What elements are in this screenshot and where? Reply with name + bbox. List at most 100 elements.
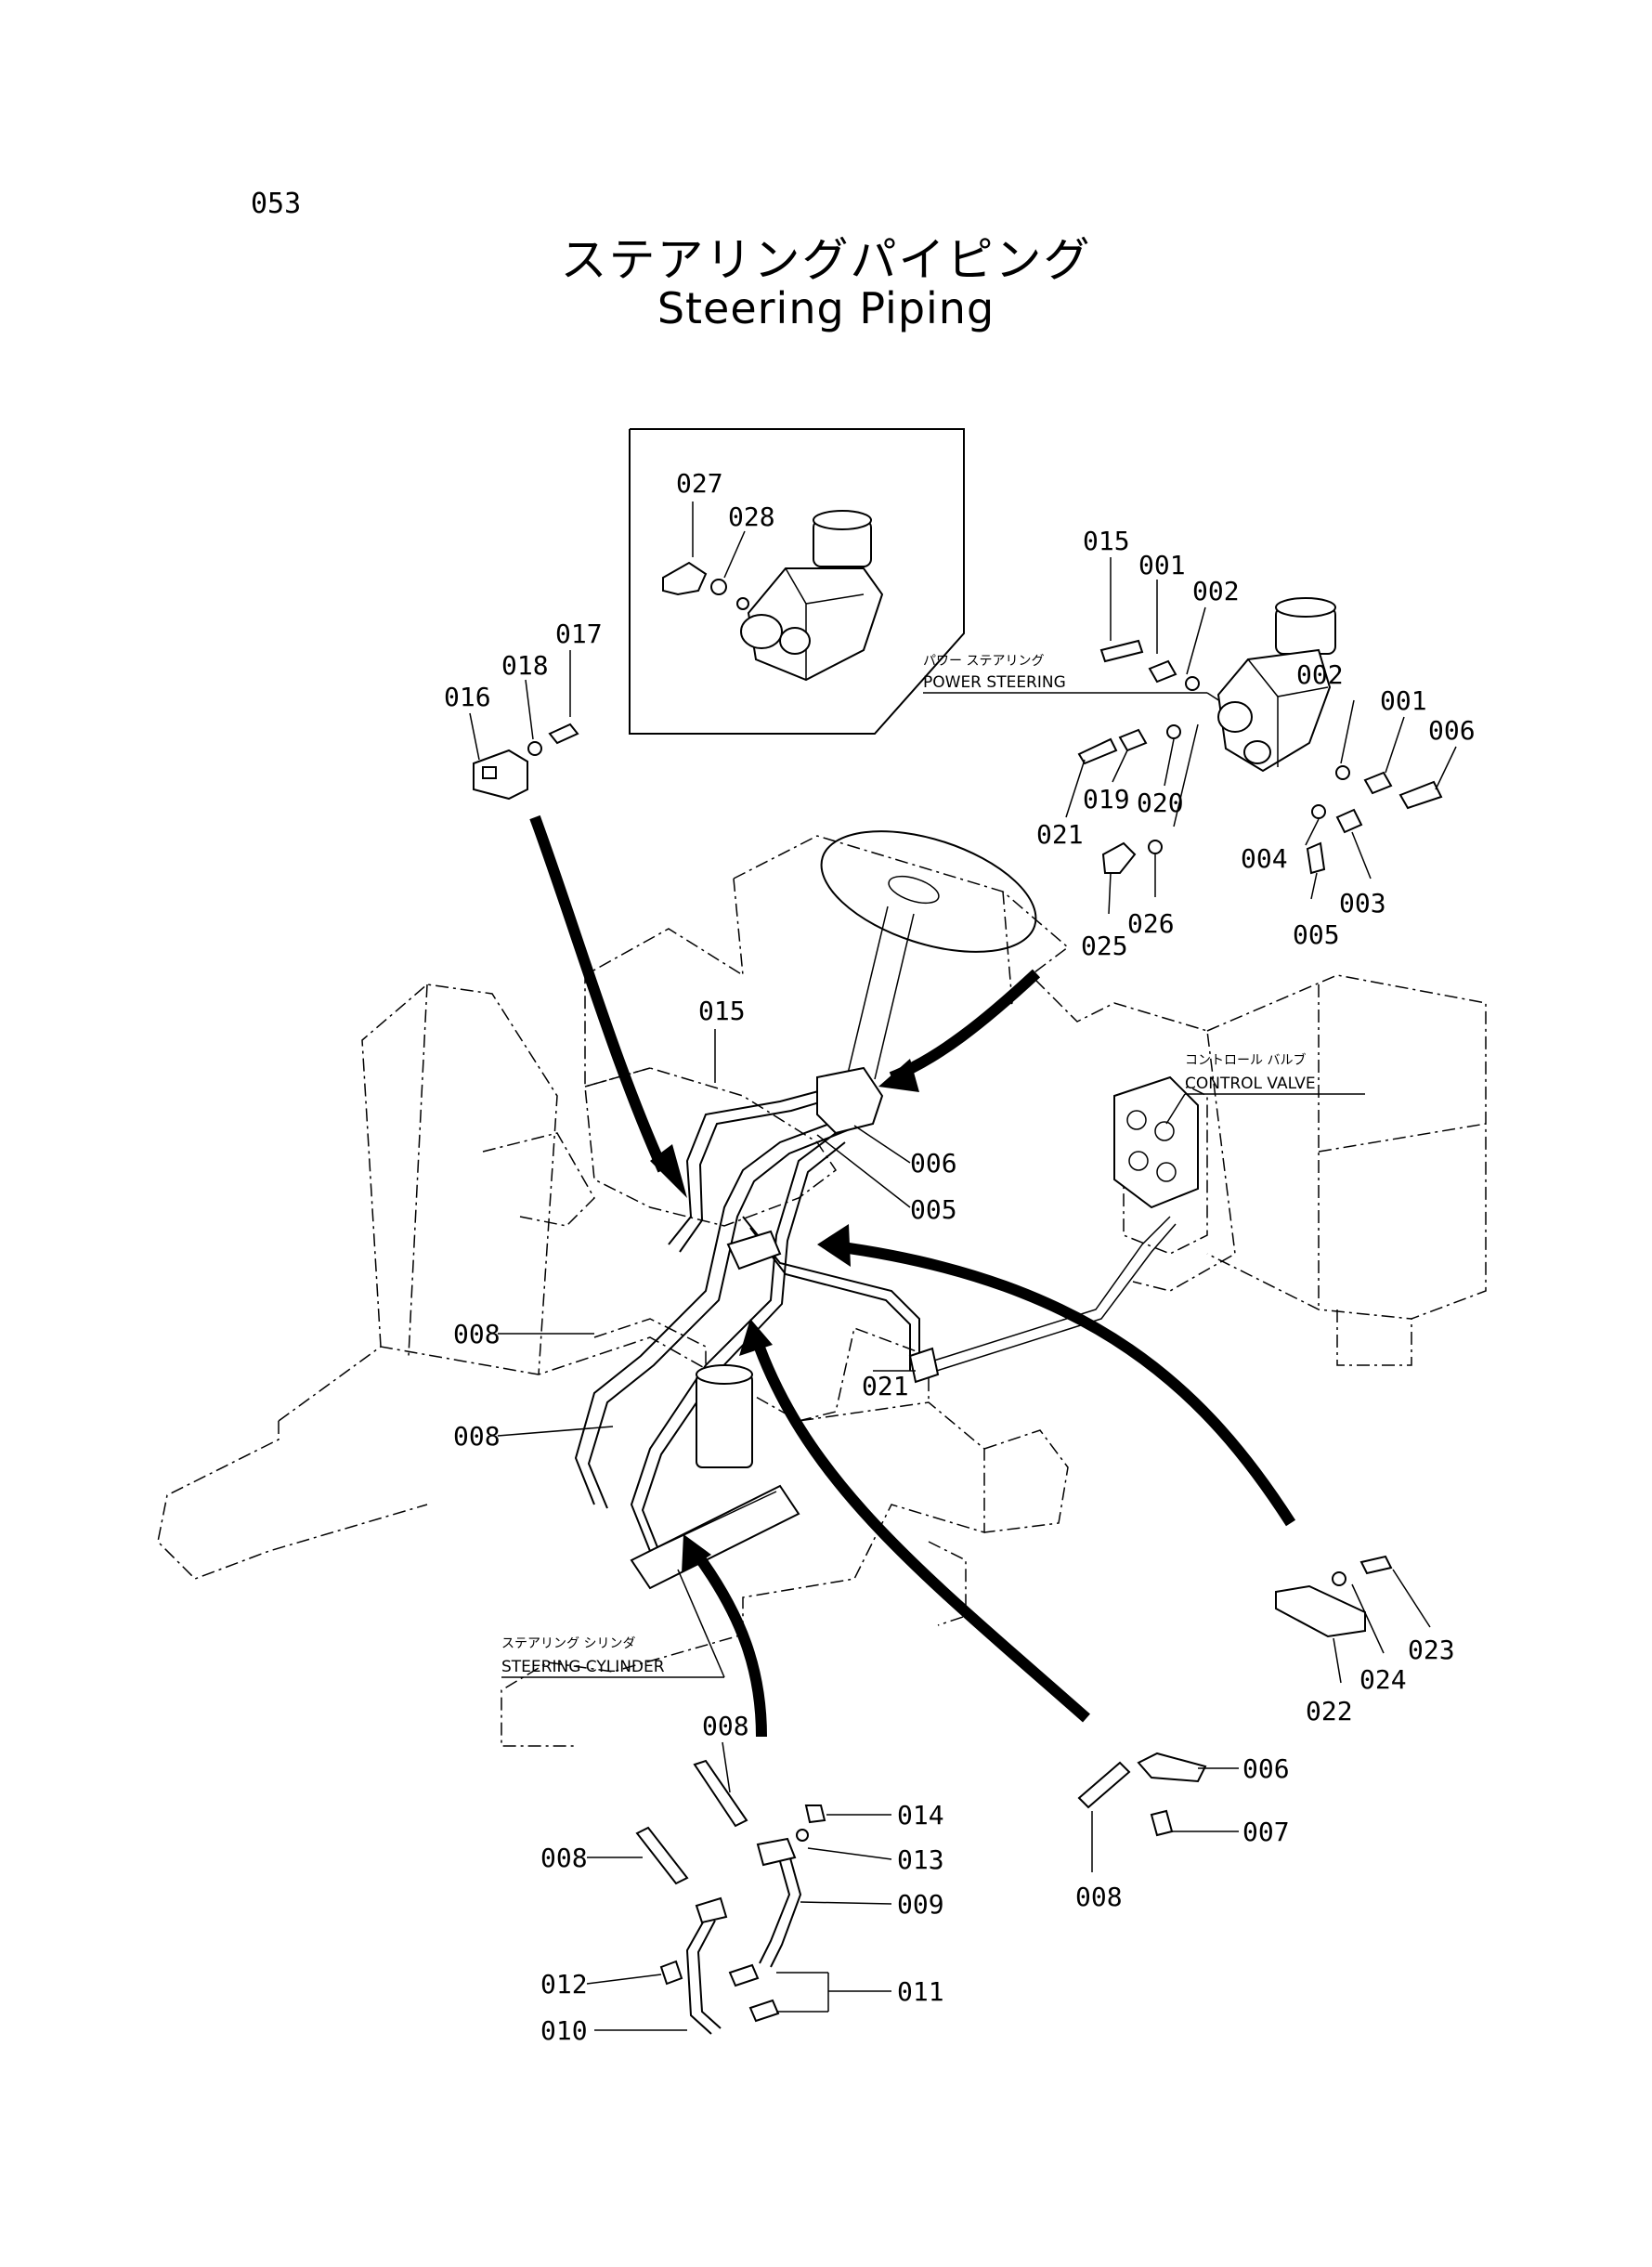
power-steering-exploded-group: パワー ステアリング POWER STEERING (923, 526, 1476, 961)
assembly-tags: コントロール バルブ CONTROL VALVE ステアリング シリンダ STE… (501, 1052, 1365, 1678)
control-valve-label: CONTROL VALVE (1185, 1075, 1316, 1093)
callout-label: 015 (698, 996, 746, 1026)
bracket-part (1275, 1584, 1366, 1638)
pointer-arrow (889, 969, 1041, 1083)
callout-label: 018 (501, 650, 549, 681)
inset-frame (629, 428, 965, 735)
elbow-fitting (908, 1347, 940, 1384)
callout-label: 008 (453, 1319, 501, 1349)
o-ring (1311, 804, 1326, 819)
callout-label: 014 (897, 1800, 944, 1831)
power-steering-label: POWER STEERING (923, 673, 1066, 692)
pipe (770, 1847, 802, 1968)
control-valve-kana: コントロール バルブ (1185, 1052, 1306, 1068)
callout-label: 022 (1306, 1696, 1353, 1726)
callout-label: 007 (1242, 1817, 1290, 1847)
pointer-arrows (529, 814, 1296, 1738)
callout-label: 012 (540, 1969, 588, 2000)
pipe (668, 1086, 837, 1245)
callout-label: 017 (555, 619, 603, 649)
pipe (749, 1227, 911, 1371)
pointer-arrow (750, 1335, 1090, 1723)
cylinder-piping-group: 008 014 013 008 009 012 011 010 (540, 1711, 944, 2046)
callout-label: 002 (1192, 576, 1240, 606)
clamp-part (756, 1837, 797, 1867)
hose-fitting (1398, 780, 1443, 810)
callout-label: 005 (1293, 919, 1340, 950)
callout-label: 001 (1138, 550, 1186, 580)
callout-label: 010 (540, 2015, 588, 2046)
oil-tank (696, 1374, 753, 1468)
hose (587, 1123, 865, 1509)
callout-label: 006 (1242, 1753, 1290, 1784)
pointer-arrow (529, 814, 669, 1173)
plug-fitting (1150, 1809, 1174, 1837)
inset-power-steering-variant: 027 028 (629, 428, 965, 735)
callout-label: 002 (1296, 659, 1344, 690)
callout-label: 024 (1359, 1664, 1407, 1695)
hose (574, 1114, 855, 1505)
machine-body-outline (157, 830, 1487, 1747)
callout-label: 008 (453, 1421, 501, 1452)
callout-label: 021 (1036, 819, 1084, 850)
power-steering-kana: パワー ステアリング (923, 654, 1044, 669)
hose (630, 1132, 837, 1552)
hose-fitting (693, 1759, 748, 1828)
callout-label: 003 (1339, 888, 1386, 919)
callout-label: 028 (728, 502, 775, 532)
pipe (696, 1920, 722, 2029)
bolt-part (548, 723, 579, 745)
callout-label: 005 (910, 1194, 957, 1225)
elbow-fitting (1137, 1752, 1207, 1783)
hose-fitting (635, 1826, 689, 1885)
callout-label: 004 (1241, 843, 1288, 874)
control-valve (1113, 1075, 1199, 1209)
pipe (685, 1920, 712, 2035)
callout-label: 021 (862, 1371, 909, 1401)
callout-label: 019 (1083, 784, 1130, 814)
elbow-fitting (1335, 808, 1363, 834)
o-ring (1148, 840, 1163, 854)
connector-part (748, 1999, 780, 2023)
callout-label: 027 (676, 468, 723, 499)
callout-label: 023 (1408, 1635, 1455, 1665)
callout-label: 020 (1137, 788, 1184, 818)
inset-o-ring (710, 579, 727, 595)
callout-label: 006 (910, 1148, 957, 1179)
steering-cylinder-kana: ステアリング シリンダ (501, 1636, 635, 1651)
callout-label: 008 (702, 1711, 749, 1741)
pointer-arrow (690, 1547, 767, 1738)
o-ring (1166, 724, 1181, 739)
callout-label: 015 (1083, 526, 1130, 556)
washer-part (1332, 1571, 1346, 1586)
steering-piping-lines: 015 006 005 008 021 008 (453, 996, 1199, 1590)
callout-label: 009 (897, 1889, 944, 1920)
adapter-fitting (1363, 771, 1393, 795)
bracket-group-upper-left: 017 018 016 (444, 619, 603, 801)
pipe (679, 1095, 842, 1253)
clamp-part (695, 1896, 728, 1924)
washer-part (796, 1829, 809, 1842)
page-number: 053 (251, 188, 302, 220)
bracket-part (473, 749, 528, 801)
bolt-part (659, 1960, 683, 1986)
callout-label: 016 (444, 682, 491, 712)
o-ring (1185, 676, 1200, 691)
bolt-part (1359, 1555, 1393, 1575)
connector-part (728, 1963, 760, 1987)
hose-fitting (1099, 639, 1144, 663)
o-ring (1335, 765, 1350, 780)
title-japanese: ステアリングパイピング (560, 233, 1092, 287)
tee-fitting (726, 1230, 782, 1270)
bracket-group-right: 022 024 023 (1275, 1555, 1455, 1726)
steering-valve-block (816, 1066, 884, 1135)
hose-fitting (1077, 1761, 1131, 1809)
steering-cylinder (630, 1484, 800, 1590)
callout-label: 026 (1127, 908, 1175, 939)
inset-elbow-fitting (662, 561, 708, 596)
hose-fitting (1077, 737, 1118, 765)
pipe (759, 1847, 791, 1964)
steering-cylinder-label: STEERING CYLINDER (501, 1658, 665, 1676)
nut-part (804, 1804, 826, 1824)
pointer-arrow (835, 1241, 1296, 1527)
